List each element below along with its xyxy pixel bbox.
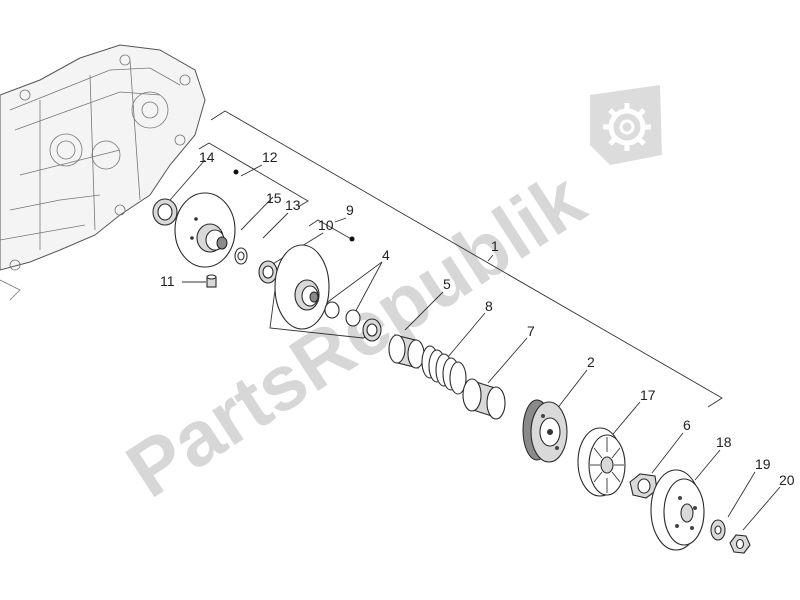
part-11-plug (206, 274, 217, 288)
part-13-bearing (258, 260, 278, 284)
callout-6: 6 (683, 417, 691, 433)
part-8-spring (421, 345, 467, 395)
callout-18: 18 (716, 434, 732, 450)
callout-20: 20 (779, 472, 795, 488)
part-14-oil-seal (152, 198, 178, 226)
part-10-movable-half (274, 244, 330, 330)
callout-8: 8 (485, 298, 493, 314)
gear-icon (603, 103, 651, 151)
callout-2: 2 (587, 354, 595, 370)
callout-7: 7 (527, 323, 535, 339)
callout-13: 13 (285, 197, 301, 213)
callout-5: 5 (443, 276, 451, 292)
part-15-ring (234, 247, 248, 265)
marker-dot-9 (349, 236, 355, 242)
callout-4: 4 (382, 247, 390, 263)
leader-lines (169, 110, 781, 531)
part-12-fixed-half (174, 192, 236, 268)
callout-15: 15 (266, 190, 282, 206)
callout-12: 12 (262, 149, 278, 165)
part-20-nut (729, 534, 751, 554)
parts (152, 169, 751, 554)
part-7-spacer (462, 378, 506, 420)
part-4-rings (324, 301, 382, 342)
callout-14: 14 (199, 149, 215, 165)
callout-1: 1 (491, 238, 499, 254)
watermark-logo (590, 85, 662, 165)
engine-case (0, 44, 206, 301)
part-2-clutch (522, 399, 568, 463)
part-19-washer (710, 519, 726, 541)
callout-10: 10 (318, 217, 334, 233)
marker-dot-12 (233, 169, 239, 175)
callout-17: 17 (640, 387, 656, 403)
callout-9: 9 (346, 202, 354, 218)
part-18-bell (650, 469, 705, 551)
callout-labels: 1 2 4 5 6 7 8 9 10 11 12 13 14 15 17 18 … (160, 149, 795, 488)
part-5-sleeve (388, 334, 425, 369)
part-17-fan (577, 427, 626, 497)
callout-19: 19 (755, 456, 771, 472)
callout-11: 11 (160, 273, 175, 289)
